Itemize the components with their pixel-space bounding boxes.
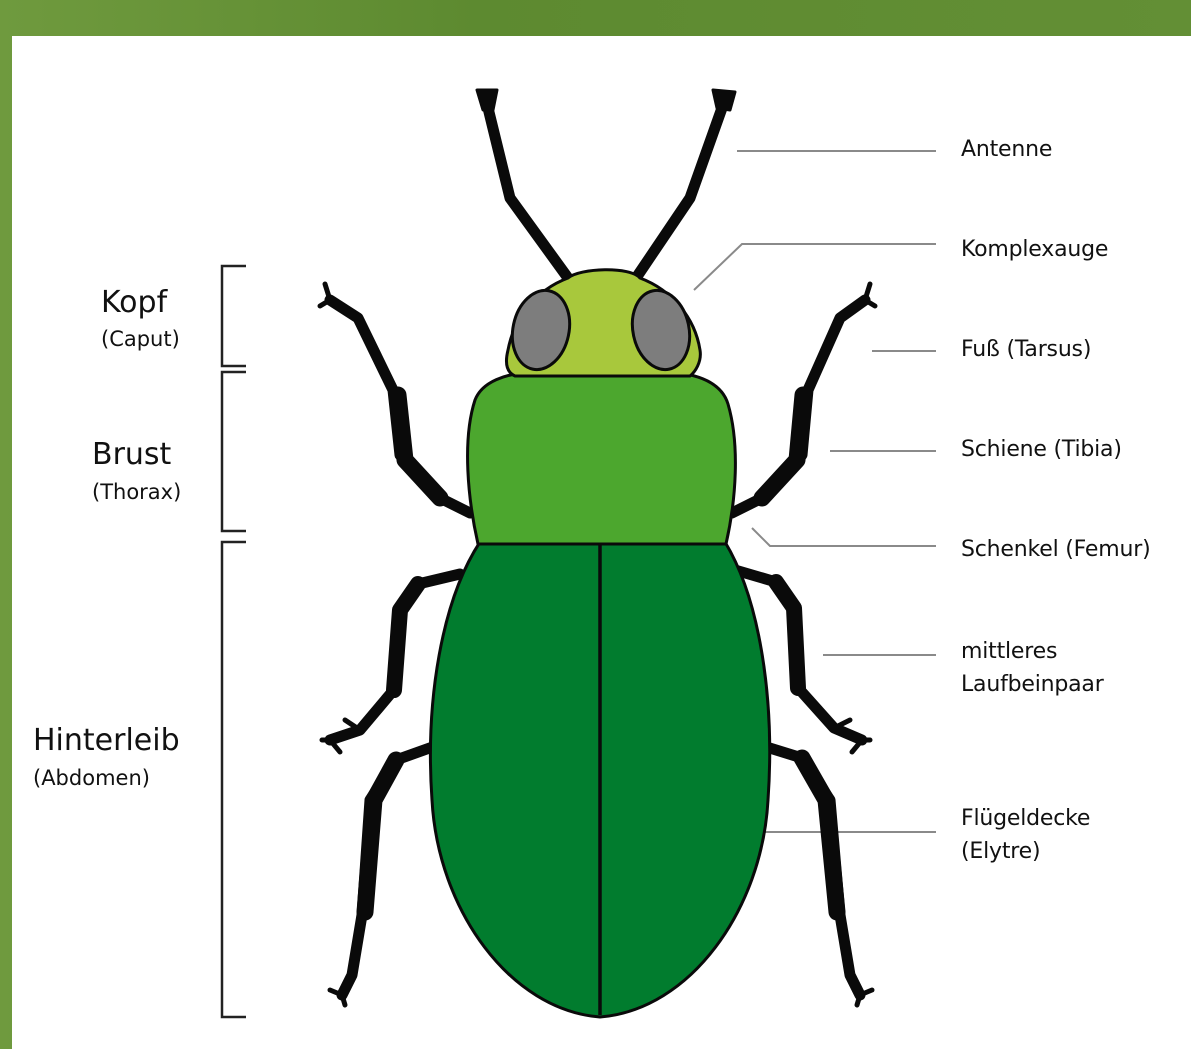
abdomen-segment-label: Hinterleib	[33, 724, 180, 758]
femur-label: Schenkel (Femur)	[961, 533, 1150, 566]
antenna-label: Antenne	[961, 133, 1052, 166]
thorax-shape	[468, 372, 736, 544]
tibia-label: Schiene (Tibia)	[961, 433, 1122, 466]
elytra-label-line2: (Elytre)	[961, 835, 1040, 868]
middle-legs-label-line2: Laufbeinpaar	[961, 668, 1104, 701]
compound-eye-label: Komplexauge	[961, 233, 1108, 266]
tarsus-label: Fuß (Tarsus)	[961, 333, 1091, 366]
abdomen-segment-latin: (Abdomen)	[33, 766, 150, 790]
thorax-segment-label: Brust	[92, 438, 171, 472]
middle-legs-label-line1: mittleres	[961, 635, 1057, 668]
head-segment-latin: (Caput)	[101, 327, 180, 351]
thorax-segment-latin: (Thorax)	[92, 480, 181, 504]
head-segment-label: Kopf	[101, 286, 167, 320]
elytra-label-line1: Flügeldecke	[961, 802, 1090, 835]
